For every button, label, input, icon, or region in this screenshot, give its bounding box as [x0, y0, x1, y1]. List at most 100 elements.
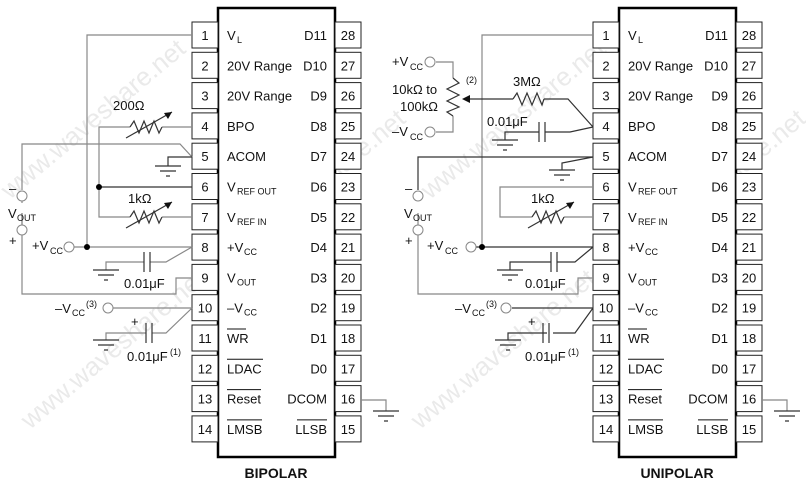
ground-icon [549, 169, 575, 181]
pin-label: D5 [310, 210, 327, 225]
pin-label: WR [227, 331, 249, 346]
variable-resistor-1k [527, 201, 575, 229]
pin-box [592, 82, 620, 110]
pin-label: D11 [705, 28, 728, 43]
pin-label: 20V Range [628, 58, 693, 73]
pin-box [191, 21, 219, 49]
pin-box [191, 82, 219, 110]
pin-number: 3 [201, 89, 208, 104]
pin-box [735, 263, 763, 291]
pin-label: V [227, 270, 236, 285]
chip-body [617, 6, 738, 459]
ground-icon [492, 139, 518, 151]
pin-number: 13 [198, 392, 212, 407]
pin-label: D1 [310, 331, 327, 346]
pin-label: LDAC [628, 361, 663, 376]
vcc-neg-sub: CC [410, 132, 423, 142]
resistor-label: 1kΩ [531, 191, 555, 206]
pin-number: 20 [742, 270, 756, 285]
pin-label: LMSB [628, 422, 663, 437]
pin-label: D0 [310, 361, 327, 376]
pin-box [334, 142, 362, 170]
pin-box [191, 385, 219, 413]
pin-box [191, 112, 219, 140]
pin-label: V [628, 210, 637, 225]
wire-dcom [762, 399, 788, 411]
wire-pot-top [436, 61, 454, 78]
pin-box [334, 324, 362, 352]
pin-box [735, 203, 763, 231]
ground-icon [93, 339, 119, 351]
pin-box [191, 324, 219, 352]
pin-box [592, 415, 620, 443]
pin-box [191, 415, 219, 443]
pin-label: DCOM [688, 392, 728, 407]
pin-number: 7 [602, 210, 609, 225]
pin-box [592, 112, 620, 140]
pin-box [735, 112, 763, 140]
terminal-vcc-pos [63, 241, 75, 253]
pin-label: Reset [227, 392, 261, 407]
pin-label: D8 [310, 119, 327, 134]
pin-number: 17 [341, 361, 355, 376]
pin-number: 15 [341, 422, 355, 437]
pin-box [735, 354, 763, 382]
pin-label: D4 [711, 240, 728, 255]
pin-label-sub: REF IN [237, 217, 267, 227]
wire-cap-neg-gnd [507, 332, 547, 340]
pin-box [735, 21, 763, 49]
pin-box [735, 51, 763, 79]
pin-label: D6 [711, 180, 728, 195]
pin-label: D7 [711, 149, 728, 164]
vout-sub: OUT [413, 213, 433, 223]
pin-number: 17 [742, 361, 756, 376]
pin-label: ACOM [227, 149, 266, 164]
watermark-text: www.waveshare.net [0, 32, 192, 205]
pin-box [592, 354, 620, 382]
wire-acom-gnd [561, 156, 594, 170]
pin-box [191, 203, 219, 231]
bipolar-wiring [21, 34, 387, 411]
pin-label-sub: CC [645, 308, 658, 318]
terminal-vcc-pos [424, 56, 436, 68]
pin-number: 16 [742, 392, 756, 407]
capacitor-label: 0.01μF [127, 349, 168, 364]
pot-label: 10kΩ to [392, 82, 437, 97]
polarity-plus: + [528, 314, 536, 329]
pin-box [592, 203, 620, 231]
pin-number: 21 [742, 240, 756, 255]
pin-number: 3 [602, 89, 609, 104]
pin-number: 21 [341, 240, 355, 255]
polarity-plus: + [131, 314, 139, 329]
junction-dot [96, 184, 102, 190]
pin-box [334, 415, 362, 443]
pin-box [334, 233, 362, 261]
pin-number: 24 [341, 149, 355, 164]
wire-cap-neg [553, 307, 594, 334]
ground-icon [495, 339, 521, 351]
pin-number: 5 [602, 149, 609, 164]
pin-number: 11 [198, 331, 212, 346]
vcc-pos-label: +V [392, 54, 409, 69]
vcc-pos-label: +V [427, 238, 444, 253]
potentiometer-icon [445, 77, 470, 117]
pin-label: –V [628, 301, 644, 316]
ground-icon [93, 269, 119, 281]
pin-box [334, 21, 362, 49]
pin-label: D9 [711, 89, 728, 104]
pin-number: 28 [742, 28, 756, 43]
polarity-plus: + [405, 233, 413, 248]
wire-cap-neg [152, 307, 193, 334]
pin-label: LLSB [295, 422, 327, 437]
wire-cap-neg-gnd [105, 332, 146, 340]
footnote-ref: (1) [568, 347, 579, 357]
capacitor-icon [145, 323, 153, 343]
pin-box [334, 294, 362, 322]
ground-icon [497, 269, 523, 281]
pin-label: V [227, 180, 236, 195]
pin-number: 23 [341, 180, 355, 195]
pin-box [735, 142, 763, 170]
pin-label: 20V Range [227, 89, 292, 104]
pin-box [592, 385, 620, 413]
